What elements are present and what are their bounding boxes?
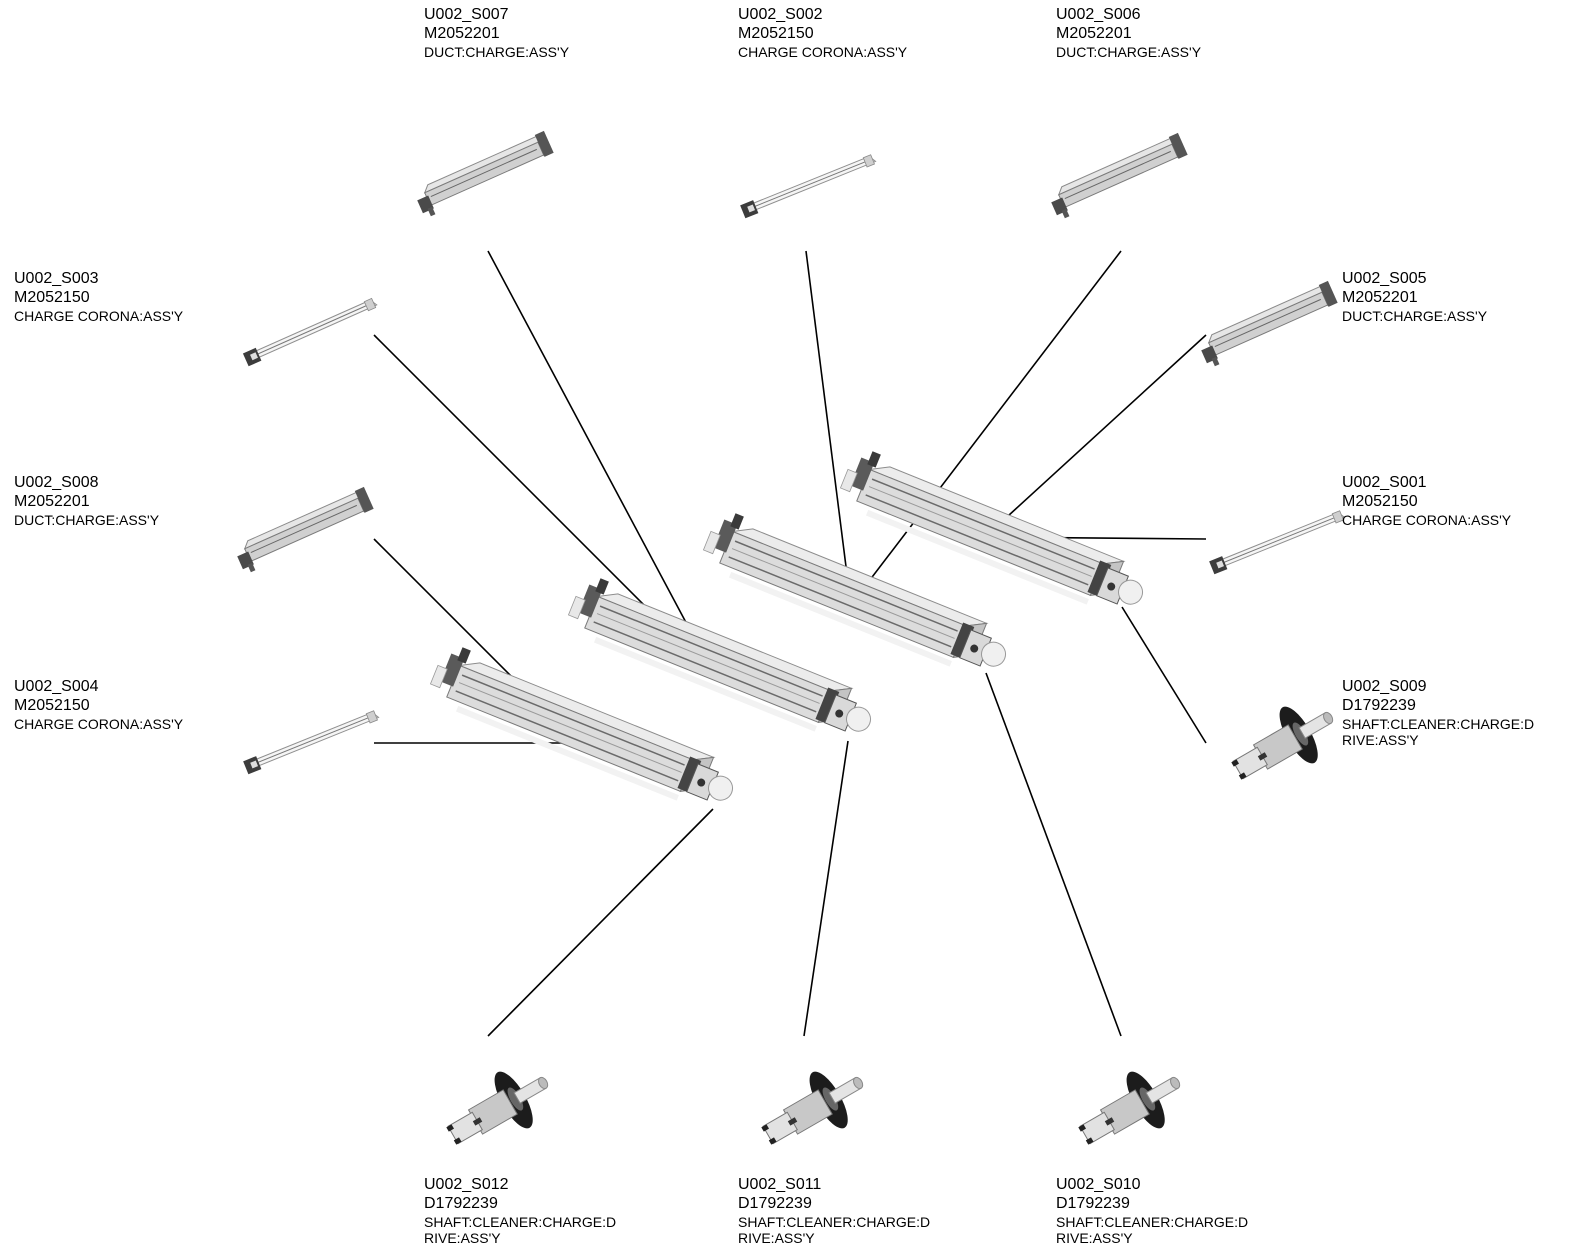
callout-s009[interactable]: U002_S009 D1792239 SHAFT:CLEANER:CHARGE:… <box>1342 678 1534 749</box>
part-description-cont: RIVE:ASS'Y <box>1056 1230 1133 1247</box>
part-description: DUCT:CHARGE:ASS'Y <box>1056 43 1202 60</box>
part-code: U002_S001 <box>1342 474 1427 491</box>
leader-line-s005 <box>984 334 1207 538</box>
part-code: U002_S008 <box>14 474 99 491</box>
part-image-s005[interactable] <box>1195 280 1342 370</box>
part-description-cont: RIVE:ASS'Y <box>1342 732 1419 749</box>
part-image-s009[interactable] <box>1219 687 1349 800</box>
part-number: M2052150 <box>14 696 90 714</box>
part-description: DUCT:CHARGE:ASS'Y <box>424 43 570 60</box>
part-code: U002_S006 <box>1056 6 1141 23</box>
part-number: M2052201 <box>1056 24 1132 42</box>
callout-s006[interactable]: U002_S006 M2052201 DUCT:CHARGE:ASS'Y <box>1056 6 1201 60</box>
leader-line-s012 <box>487 808 714 1037</box>
part-number: D1792239 <box>738 1194 812 1212</box>
part-code: U002_S009 <box>1342 678 1427 695</box>
part-image-s001[interactable] <box>1208 507 1347 575</box>
part-image-s011[interactable] <box>749 1052 879 1165</box>
callout-s007[interactable]: U002_S007 M2052201 DUCT:CHARGE:ASS'Y <box>424 6 569 60</box>
leader-line-s010 <box>985 672 1122 1037</box>
part-description: SHAFT:CLEANER:CHARGE:D <box>424 1213 617 1230</box>
part-description-cont: RIVE:ASS'Y <box>424 1230 501 1247</box>
leader-line-s006 <box>849 250 1122 607</box>
part-number: M2052201 <box>14 492 90 510</box>
part-image-s012[interactable] <box>434 1052 564 1165</box>
leader-line-s009 <box>1121 606 1207 744</box>
part-code: U002_S003 <box>14 270 99 287</box>
leader-line-s011 <box>803 740 849 1037</box>
part-description: DUCT:CHARGE:ASS'Y <box>1342 307 1488 324</box>
leader-line-s002 <box>805 250 852 607</box>
part-code: U002_S002 <box>738 6 823 23</box>
callout-s001[interactable]: U002_S001 M2052150 CHARGE CORONA:ASS'Y <box>1342 474 1511 528</box>
part-image-s002[interactable] <box>739 151 878 219</box>
callout-s010[interactable]: U002_S010 D1792239 SHAFT:CLEANER:CHARGE:… <box>1056 1176 1248 1247</box>
part-description: CHARGE CORONA:ASS'Y <box>1342 511 1512 528</box>
part-number: M2052150 <box>1342 492 1418 510</box>
callout-s005[interactable]: U002_S005 M2052201 DUCT:CHARGE:ASS'Y <box>1342 270 1487 324</box>
callout-s011[interactable]: U002_S011 D1792239 SHAFT:CLEANER:CHARGE:… <box>738 1176 930 1247</box>
part-number: M2052150 <box>738 24 814 42</box>
part-code: U002_S011 <box>738 1176 822 1193</box>
callout-s004[interactable]: U002_S004 M2052150 CHARGE CORONA:ASS'Y <box>14 678 183 732</box>
part-code: U002_S007 <box>424 6 509 23</box>
part-image-s004[interactable] <box>242 707 381 775</box>
part-description: CHARGE CORONA:ASS'Y <box>14 307 184 324</box>
callout-s002[interactable]: U002_S002 M2052150 CHARGE CORONA:ASS'Y <box>738 6 907 60</box>
callout-s012[interactable]: U002_S012 D1792239 SHAFT:CLEANER:CHARGE:… <box>424 1176 616 1247</box>
part-number: D1792239 <box>424 1194 498 1212</box>
part-image-s003[interactable] <box>242 295 379 367</box>
part-number: M2052201 <box>424 24 500 42</box>
part-image-s006[interactable] <box>1045 132 1192 222</box>
part-description-cont: RIVE:ASS'Y <box>738 1230 815 1247</box>
part-description: SHAFT:CLEANER:CHARGE:D <box>1342 715 1535 732</box>
part-number: D1792239 <box>1056 1194 1130 1212</box>
part-image-s007[interactable] <box>411 130 558 220</box>
part-description: DUCT:CHARGE:ASS'Y <box>14 511 160 528</box>
leader-lines <box>373 250 1207 1037</box>
part-code: U002_S005 <box>1342 270 1427 287</box>
part-image-s008[interactable] <box>231 486 378 576</box>
part-code: U002_S010 <box>1056 1176 1141 1193</box>
part-code: U002_S004 <box>14 678 99 695</box>
part-number: D1792239 <box>1342 696 1416 714</box>
part-number: M2052201 <box>1342 288 1418 306</box>
callout-s003[interactable]: U002_S003 M2052150 CHARGE CORONA:ASS'Y <box>14 270 183 324</box>
part-description: CHARGE CORONA:ASS'Y <box>738 43 908 60</box>
part-image-s010[interactable] <box>1066 1052 1196 1165</box>
part-description: CHARGE CORONA:ASS'Y <box>14 715 184 732</box>
part-description: SHAFT:CLEANER:CHARGE:D <box>1056 1213 1249 1230</box>
leader-line-s007 <box>487 250 715 676</box>
part-description: SHAFT:CLEANER:CHARGE:D <box>738 1213 931 1230</box>
callout-s008[interactable]: U002_S008 M2052201 DUCT:CHARGE:ASS'Y <box>14 474 159 528</box>
part-number: M2052150 <box>14 288 90 306</box>
part-code: U002_S012 <box>424 1176 509 1193</box>
